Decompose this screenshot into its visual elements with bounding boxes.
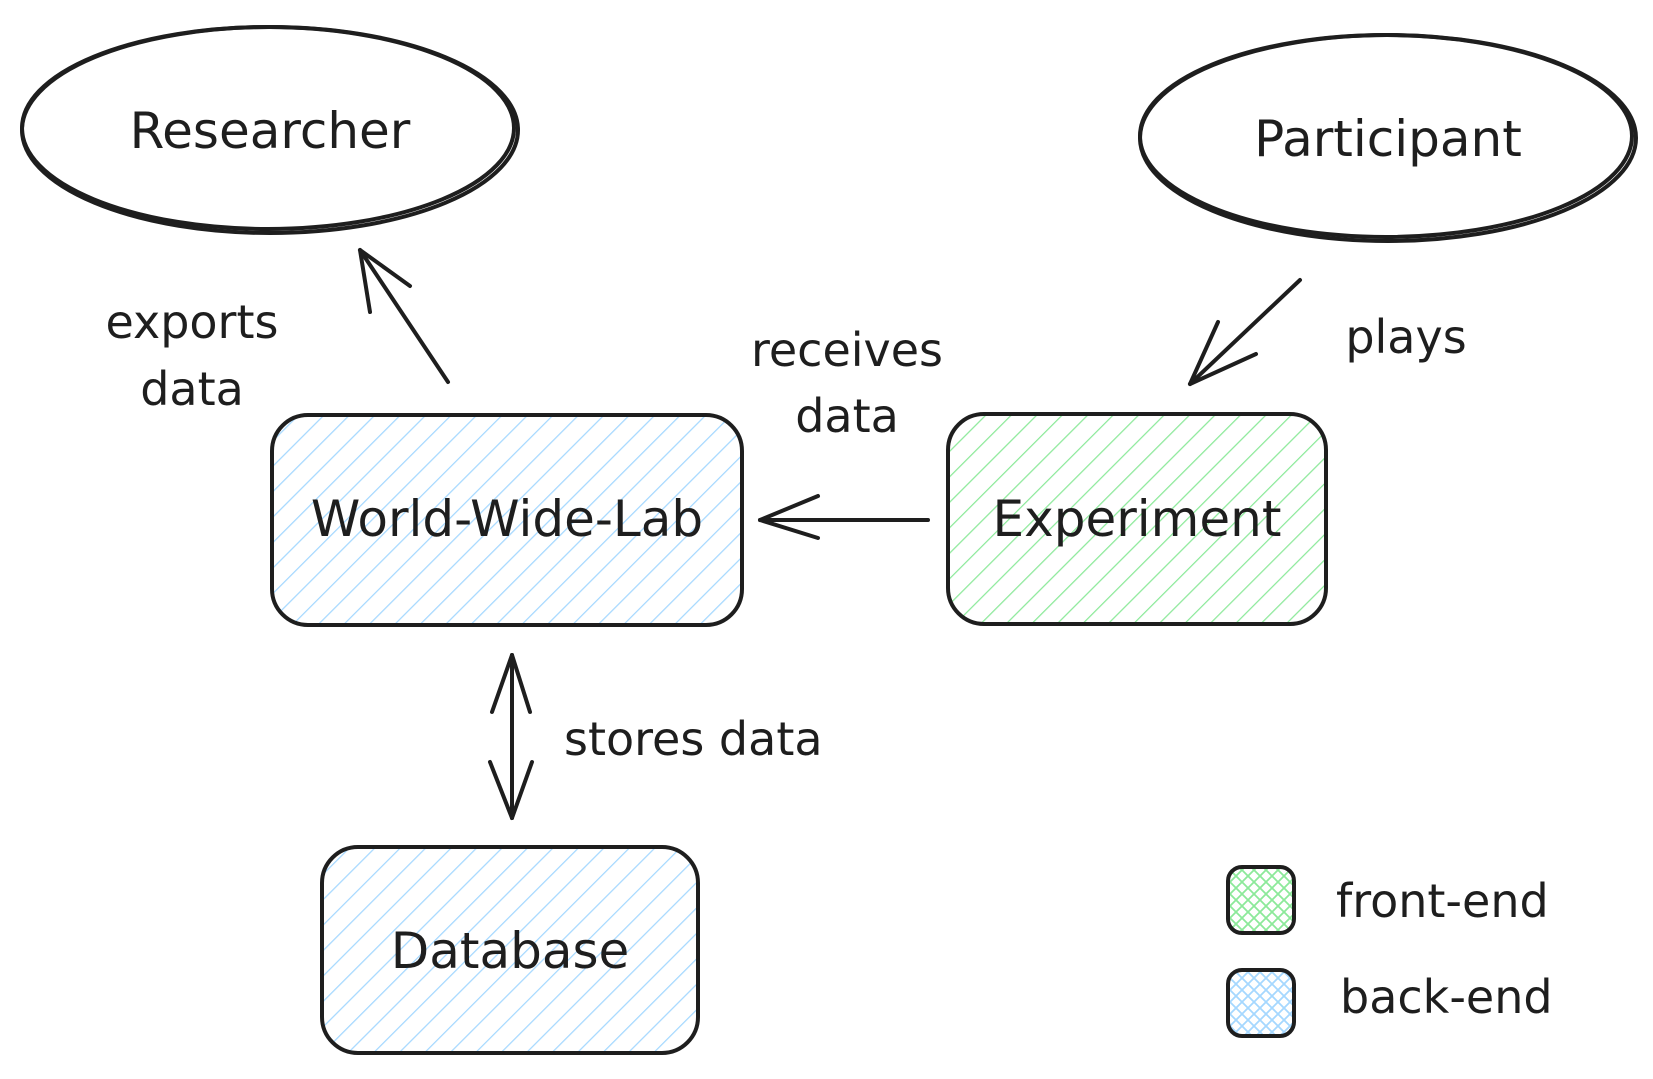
participant-node: Participant [1138,33,1638,243]
database-node: Database [320,845,700,1055]
participant-label: Participant [1254,110,1522,168]
plays-label: plays [1345,310,1466,364]
world-wide-lab-label: World-Wide-Lab [311,490,703,548]
experiment-label: Experiment [993,490,1282,548]
receives-arrow [758,494,930,540]
back-end-legend-label: back-end [1340,970,1553,1024]
plays-arrow [1188,278,1302,386]
stores-label: stores data [564,712,823,766]
world-wide-lab-node: World-Wide-Lab [270,413,744,627]
back-end-swatch [1228,970,1294,1036]
experiment-node: Experiment [946,412,1328,626]
front-end-legend-label: front-end [1336,874,1549,928]
database-label: Database [391,922,630,980]
exports-label-line1: exports [106,295,279,349]
exports-label-line2: data [140,362,244,416]
front-end-swatch [1228,867,1294,933]
receives-label-line1: receives [751,323,943,377]
legend: front-end back-end [1226,865,1553,1038]
receives-label-line2: data [795,389,899,443]
researcher-node: Researcher [20,25,520,235]
exports-arrow [358,248,450,384]
legend-item-back-end: back-end [1226,968,1553,1038]
researcher-label: Researcher [130,102,411,160]
stores-arrow [488,653,534,820]
legend-item-front-end: front-end [1226,865,1549,935]
